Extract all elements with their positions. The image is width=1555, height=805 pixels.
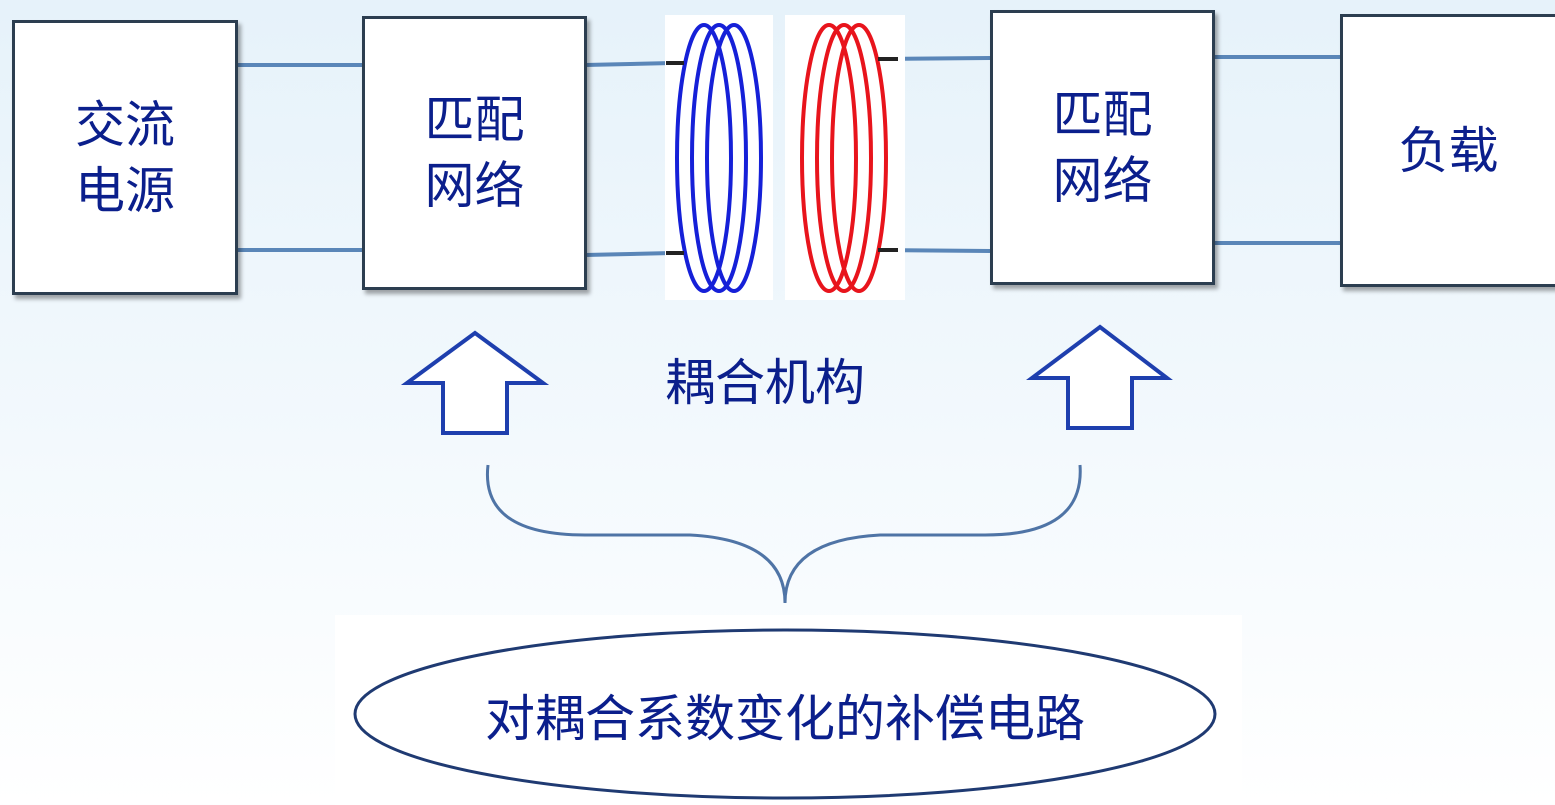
compensation-circuit-label: 对耦合系数变化的补偿电路: [485, 690, 1085, 748]
coupling-coils: [665, 15, 905, 300]
brace: [485, 464, 1082, 604]
ac-source-label: 交流 电源: [75, 95, 175, 220]
load-block: 负载: [1340, 14, 1555, 287]
up-arrow-icon-left: [400, 330, 550, 435]
secondary-coil-icon: [800, 23, 888, 293]
compensation-ellipse: [353, 628, 1217, 800]
matching-network-right-block: 匹配 网络: [990, 10, 1215, 285]
up-arrow-icon-right: [1026, 324, 1173, 430]
coupling-mechanism-label: 耦合机构: [665, 354, 865, 412]
wire-matching-to-coil-bottom: [584, 251, 673, 257]
matching-network-left-block: 匹配 网络: [362, 16, 587, 290]
primary-coil-icon: [675, 23, 763, 293]
matching-network-left-label: 匹配 网络: [424, 91, 525, 215]
load-label: 负载: [1398, 121, 1499, 180]
matching-network-right-label: 匹配 网络: [1052, 85, 1153, 210]
wire-matching-to-coil-top: [584, 61, 673, 67]
ac-source-block: 交流 电源: [12, 20, 238, 295]
